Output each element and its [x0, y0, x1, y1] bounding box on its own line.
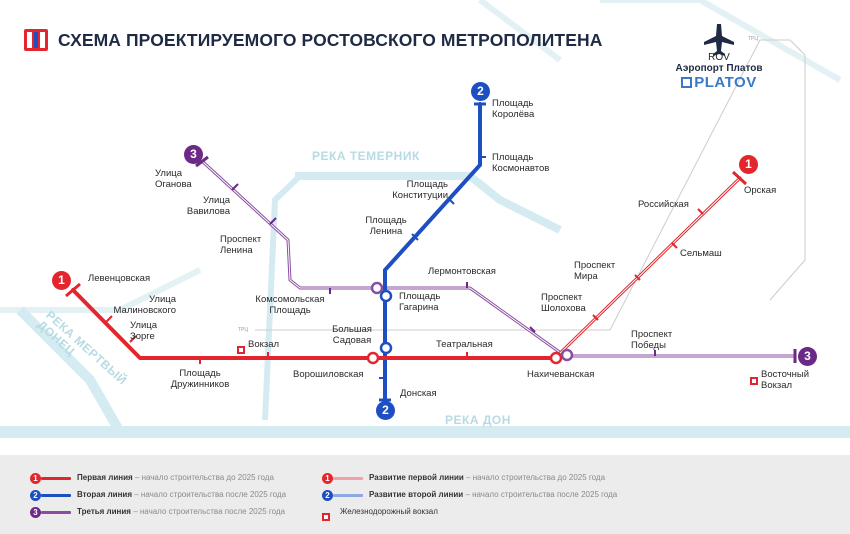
station-ticks [105, 156, 704, 379]
line-2 [383, 102, 482, 402]
legend-line-1-name: Первая линия [77, 473, 133, 482]
legend-line-3-swatch [41, 511, 71, 514]
legend-line-1: Первая линия – начало строительства до 2… [77, 473, 274, 482]
airport-brand-text: PLATOV [694, 74, 757, 91]
line-3-badge: 3 [184, 145, 203, 164]
legend-ext-2-name: Развитие второй линии [369, 490, 464, 499]
river-don-label: РЕКА ДОН [445, 413, 511, 427]
station-pobedy: Проспект Победы [631, 329, 673, 351]
station-vavilova: Улица Вавилова [186, 195, 230, 217]
legend-line-3-desc: – начало строительства после 2025 года [133, 507, 286, 516]
station-korolyova: Площадь Королёва [492, 98, 535, 120]
station-lenina-pr: Проспект Ленина [220, 234, 262, 256]
station-sadovaya: Большая Садовая [332, 324, 372, 346]
station-selmash: Сельмаш [680, 248, 722, 259]
station-druzhinnikov: Площадь Дружинников [170, 368, 230, 390]
legend-line-3: Третья линия – начало строительства посл… [77, 507, 285, 516]
station-nakhichevanskaya: Нахичеванская [527, 369, 595, 380]
legend-ext-1: Развитие первой линии – начало строитель… [369, 473, 605, 482]
legend-line-2-desc: – начало строительства после 2025 года [134, 490, 287, 499]
legend-line-3-name: Третья линия [77, 507, 131, 516]
station-rossiyskaya: Российская [638, 199, 689, 210]
airport-brand-icon [681, 77, 693, 88]
rostov-metro-logo-icon [24, 29, 48, 51]
metro-map: СХЕМА ПРОЕКТИРУЕМОГО РОСТОВСКОГО МЕТРОПО… [0, 0, 850, 438]
legend-line-1-swatch [41, 477, 71, 480]
line-3-badge: 3 [798, 347, 817, 366]
airport-code: ROV [708, 52, 730, 63]
station-kosmonavtov: Площадь Космонавтов [492, 152, 550, 174]
legend-ext-2-swatch [333, 494, 363, 497]
station-orskaya: Орская [744, 185, 777, 196]
station-voroshilovskaya: Ворошиловская [293, 369, 364, 380]
legend-line-2-name: Вторая линия [77, 490, 133, 499]
legend-line-1-desc: – начало строительства до 2025 года [134, 473, 274, 482]
station-vostochny: Восточный Вокзал [761, 369, 810, 391]
line-2-badge: 2 [471, 82, 490, 101]
station-mira: Проспект Мира [574, 260, 616, 282]
railway-line [255, 39, 806, 331]
station-lermontovskaya: Лермонтовская [428, 266, 496, 277]
station-gagarina: Площадь Гагарина [399, 291, 441, 313]
legend-ext-2: Развитие второй линии – начало строитель… [369, 490, 617, 499]
station-zorge: Улица Зорге [130, 320, 157, 342]
station-teatralnaya: Театральная [436, 339, 493, 350]
line-2-badge: 2 [376, 401, 395, 420]
legend-ext-1-badge: 1 [322, 473, 333, 484]
river-temernik-arm [262, 173, 303, 421]
railway-station-icon [237, 341, 245, 354]
legend-line-2-swatch [41, 494, 71, 497]
river-temernik-label: РЕКА ТЕМЕРНИК [312, 149, 420, 163]
river-mertvy-donets [16, 306, 125, 435]
station-donskaya: Донская [400, 388, 437, 399]
station-malinovskogo: Улица Малиновского [113, 294, 176, 316]
train-label: ТРЦ [748, 36, 759, 42]
decor-lines [0, 0, 842, 313]
railway-station-icon [750, 372, 758, 385]
legend-line-1-badge: 1 [30, 473, 41, 484]
airport-block: ROV Аэропорт Платов PLATOV [664, 20, 774, 91]
legend-ext-2-badge: 2 [322, 490, 333, 501]
map-canvas [0, 0, 850, 438]
terminal-ticks [65, 102, 797, 402]
station-sholokhova: Проспект Шолохова [541, 292, 586, 314]
legend: 1 Первая линия – начало строительства до… [0, 455, 850, 534]
airport-brand: PLATOV [664, 74, 774, 91]
legend-ext-1-name: Развитие первой линии [369, 473, 464, 482]
station-oganova: Улица Оганова [155, 168, 192, 190]
station-komsomolskaya: Комсомольская Площадь [255, 294, 325, 316]
line-1-badge: 1 [739, 155, 758, 174]
line-1 [71, 176, 742, 360]
station-vokzal: Вокзал [248, 339, 280, 350]
legend-ext-2-desc: – начало строительства после 2025 года [465, 490, 618, 499]
airport-name: Аэропорт Платов [675, 63, 763, 74]
train-label: ТРЦ [238, 327, 249, 333]
legend-rail: Железнодорожный вокзал [340, 507, 438, 516]
legend-rail-name: Железнодорожный вокзал [340, 507, 438, 516]
legend-line-2: Вторая линия – начало строительства посл… [77, 490, 286, 499]
airplane-icon [704, 24, 734, 56]
railway-station-icon [322, 508, 330, 521]
legend-line-2-badge: 2 [30, 490, 41, 501]
line-1-badge: 1 [52, 271, 71, 290]
legend-ext-1-desc: – начало строительства до 2025 года [466, 473, 606, 482]
station-levencovskaya: Левенцовская [88, 273, 151, 284]
station-lenina-sq: Площадь Ленина [365, 215, 407, 237]
station-konstitucii: Площадь Конституции [392, 179, 448, 201]
legend-ext-1-swatch [333, 477, 363, 480]
map-title: СХЕМА ПРОЕКТИРУЕМОГО РОСТОВСКОГО МЕТРОПО… [58, 30, 603, 50]
interchanges [366, 281, 574, 365]
legend-line-3-badge: 3 [30, 507, 41, 518]
